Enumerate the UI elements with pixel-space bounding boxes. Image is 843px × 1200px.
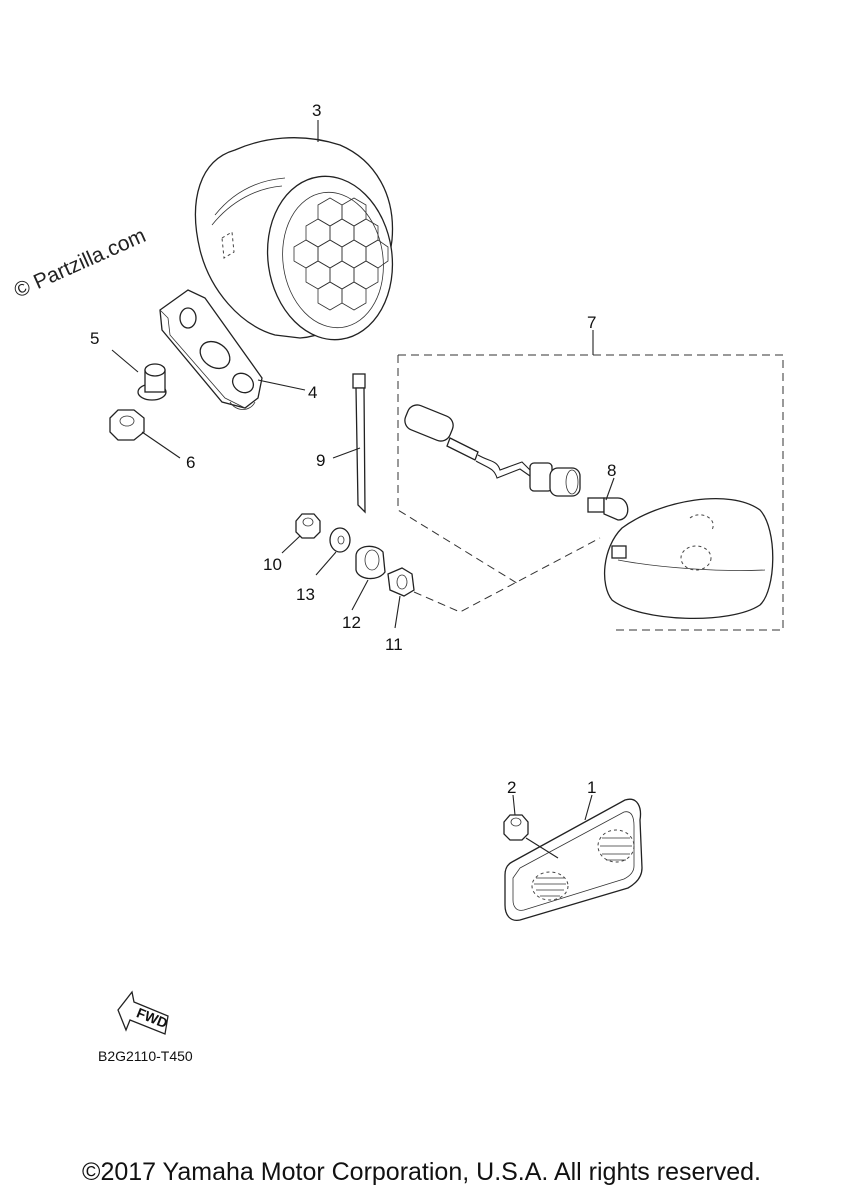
side-reflector[interactable] [504, 798, 643, 921]
grommet-part-12[interactable] [355, 545, 386, 580]
callout-11: 11 [385, 635, 403, 654]
nut-part-10[interactable] [295, 513, 321, 539]
callout-7: 7 [587, 313, 596, 332]
nut-part-2[interactable] [503, 814, 529, 841]
callout-13: 13 [296, 585, 315, 604]
turn-signal-bulb[interactable] [587, 497, 629, 521]
callout-10: 10 [263, 555, 282, 574]
forward-arrow-icon: FWD [117, 990, 170, 1035]
callout-4: 4 [308, 383, 317, 402]
callout-2: 2 [507, 778, 516, 797]
callout-1: 1 [587, 778, 596, 797]
callout-3: 3 [312, 101, 321, 120]
callout-9: 9 [316, 451, 325, 470]
callout-8: 8 [607, 461, 616, 480]
nut-part-6[interactable] [109, 409, 145, 441]
cable-tie[interactable] [352, 373, 366, 514]
turn-signal-assembly-outline [397, 354, 784, 631]
tail-light-housing[interactable] [194, 137, 402, 348]
collar-bolt[interactable] [137, 363, 167, 401]
turn-signal-socket[interactable] [402, 402, 581, 497]
copyright-notice: ©2017 Yamaha Motor Corporation, U.S.A. A… [82, 1158, 761, 1186]
washer-part-13[interactable] [329, 527, 351, 553]
leader-lines [111, 120, 615, 859]
callout-12: 12 [342, 613, 361, 632]
diagram-code: B2G2110-T450 [98, 1048, 193, 1064]
callout-labels: 3 5 4 6 7 9 8 10 13 12 11 2 1 [90, 101, 616, 797]
turn-signal-lens[interactable] [603, 498, 774, 620]
watermark-text: © Partzilla.com [11, 224, 150, 303]
callout-6: 6 [186, 453, 195, 472]
collar-part-11[interactable] [387, 567, 415, 597]
light-bracket[interactable] [159, 289, 263, 410]
callout-5: 5 [90, 329, 99, 348]
